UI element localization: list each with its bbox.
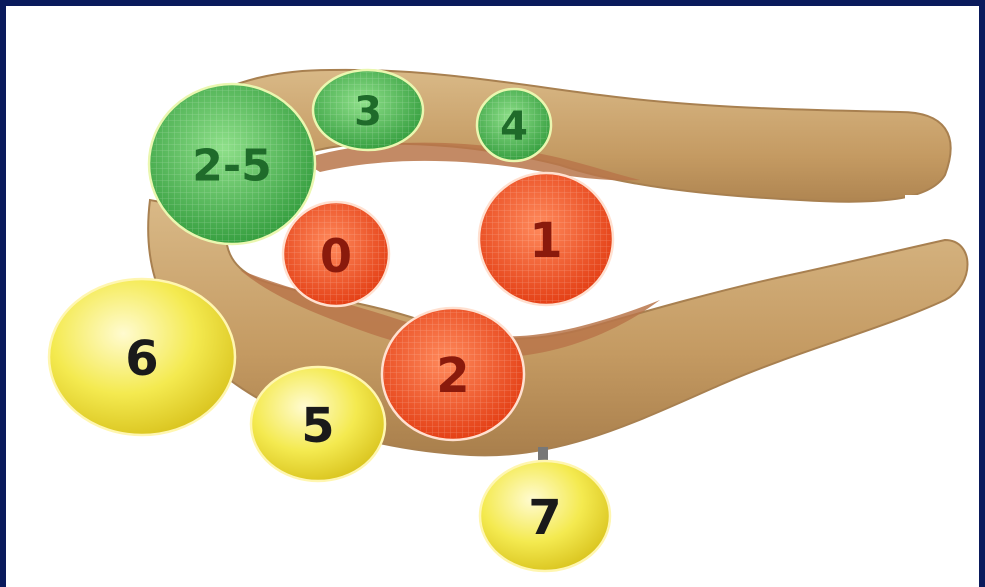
circle-3-label: 3 xyxy=(354,89,382,135)
circle-4: 4 xyxy=(477,89,551,161)
circle-0-label: 0 xyxy=(320,229,352,283)
circle-3: 3 xyxy=(313,70,423,150)
circle-6-label: 6 xyxy=(125,331,158,387)
circle-1-label: 1 xyxy=(529,213,562,269)
circle-6: 6 xyxy=(49,279,235,435)
circle-2-5: 2-5 xyxy=(149,84,315,244)
circle-1: 1 xyxy=(479,173,613,305)
circle-2: 2 xyxy=(382,308,524,440)
circle-2-label: 2 xyxy=(436,348,469,404)
circle-0: 0 xyxy=(283,202,389,306)
circle-7: 7 xyxy=(480,461,610,571)
circle-2-5-label: 2-5 xyxy=(192,141,272,192)
circle-7-label: 7 xyxy=(528,490,561,546)
circle-4-label: 4 xyxy=(500,104,528,150)
circle-5-label: 5 xyxy=(301,398,334,454)
circle-5: 5 xyxy=(251,367,385,481)
